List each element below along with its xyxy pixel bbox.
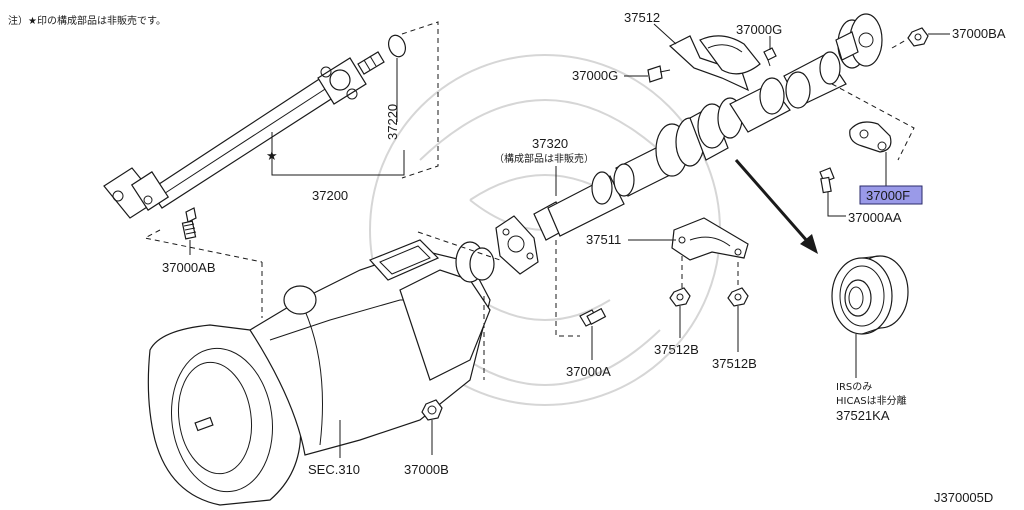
bracket-37511[interactable]: [671, 217, 749, 261]
label-37000AA: 37000AA: [848, 210, 902, 225]
note-text: 注）★印の構成部品は非販売です。: [8, 14, 166, 27]
label-37220: 37220: [385, 104, 400, 140]
label-37000B: 37000B: [404, 462, 449, 477]
center-bearing-37521KA[interactable]: [831, 255, 909, 335]
label-37512B-a: 37512B: [654, 342, 699, 357]
nut-37000B[interactable]: [421, 399, 443, 421]
bolt-37000G-top[interactable]: [763, 47, 777, 67]
highlight-37000F[interactable]: [859, 185, 923, 205]
nut-37000BA[interactable]: [907, 27, 929, 47]
label-37000G-left: 37000G: [572, 68, 618, 83]
label-37320: 37320: [532, 136, 568, 151]
label-37511: 37511: [586, 232, 621, 247]
label-sec310: SEC.310: [308, 462, 360, 477]
label-37200: 37200: [312, 188, 348, 203]
label-37000A: 37000A: [566, 364, 611, 379]
washer-plate-37000F[interactable]: [849, 121, 892, 153]
bolt-37000A[interactable]: [579, 307, 607, 327]
nut-37512B-a[interactable]: [669, 287, 691, 307]
label-37512: 37512: [624, 10, 660, 25]
label-37320-sub: （構成部品は非販売）: [494, 152, 594, 165]
center-shaft-37320[interactable]: [495, 13, 883, 275]
label-irs-line1: IRSのみ: [836, 382, 872, 393]
label-37000F: 37000F: [866, 188, 910, 203]
label-37000G-top: 37000G: [736, 22, 782, 37]
diagram-id: J370005D: [934, 490, 993, 505]
nut-37512B-b[interactable]: [727, 287, 749, 307]
label-irs-line2: HICASは非分離: [836, 394, 907, 407]
label-37512B-b: 37512B: [712, 356, 757, 371]
bolt-37000G-left[interactable]: [647, 65, 671, 83]
propeller-shaft-37200[interactable]: [103, 51, 385, 219]
label-37000BA: 37000BA: [952, 26, 1006, 41]
label-37000AB: 37000AB: [162, 260, 216, 275]
bolt-37000AB[interactable]: [181, 207, 197, 240]
label-37521KA: 37521KA: [836, 408, 890, 423]
bolt-37000AA[interactable]: [819, 167, 835, 194]
seal-37220[interactable]: [386, 33, 409, 59]
detail-arrow: [734, 159, 818, 254]
bracket-37512[interactable]: [668, 35, 761, 92]
